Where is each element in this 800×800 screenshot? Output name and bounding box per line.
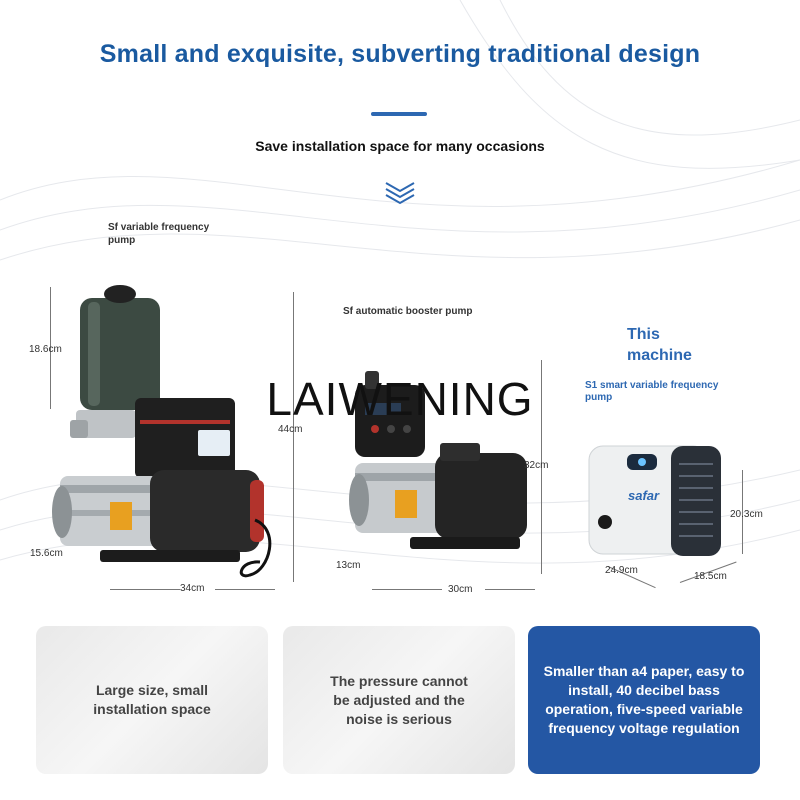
chevron-down-icon — [385, 182, 415, 205]
sf-auto-pump-image — [349, 371, 527, 549]
title-accent-bar — [371, 112, 427, 116]
dim-depth: 13cm — [336, 560, 361, 571]
comparison-card-text: Smaller than a4 paper, easy to install, … — [543, 663, 745, 736]
dim-depth: 15.6cm — [30, 548, 63, 559]
this-machine-tagline: This machine — [627, 326, 692, 364]
dim-line — [372, 589, 442, 590]
page-subtitle: Save installation space for many occasio… — [255, 138, 545, 154]
dim-depth: 18.5cm — [694, 571, 727, 582]
comparison-card-text: Large size, small installation space — [93, 682, 211, 717]
comparison-card-text: The pressure cannot be adjusted and the … — [330, 672, 468, 727]
sf-variable-pump-label: Sf variable frequency pump — [108, 222, 210, 246]
dim-line — [293, 292, 294, 582]
dim-height: 20.3cm — [730, 509, 763, 520]
page-title: Small and exquisite, subverting traditio… — [99, 40, 701, 68]
dim-width: 30cm — [448, 584, 473, 595]
dim-height: 44cm — [278, 424, 303, 435]
comparison-card-2: The pressure cannot be adjusted and the … — [283, 626, 515, 774]
dim-line — [541, 360, 542, 574]
dim-height: 32cm — [524, 460, 549, 471]
s1-pump-image — [588, 445, 721, 556]
dim-line — [110, 589, 180, 590]
dim-line — [742, 470, 743, 554]
comparison-card-this-machine: Smaller than a4 paper, easy to install, … — [528, 626, 760, 774]
comparison-card-1: Large size, small installation space — [36, 626, 268, 774]
sf-variable-pump-image — [52, 285, 272, 578]
watermark-text: LAIWENING — [266, 373, 534, 425]
dim-width: 34cm — [180, 583, 205, 594]
dim-line — [50, 287, 51, 409]
dim-tank-height: 18.6cm — [29, 344, 62, 355]
dim-line — [485, 589, 535, 590]
sf-automatic-pump-label: Sf automatic booster pump — [343, 306, 473, 317]
s1-pump-label: S1 smart variable frequency pump — [585, 380, 719, 403]
s1-brand-logo: safar — [628, 488, 660, 503]
dim-width: 24.9cm — [605, 565, 638, 576]
dim-line — [215, 589, 275, 590]
